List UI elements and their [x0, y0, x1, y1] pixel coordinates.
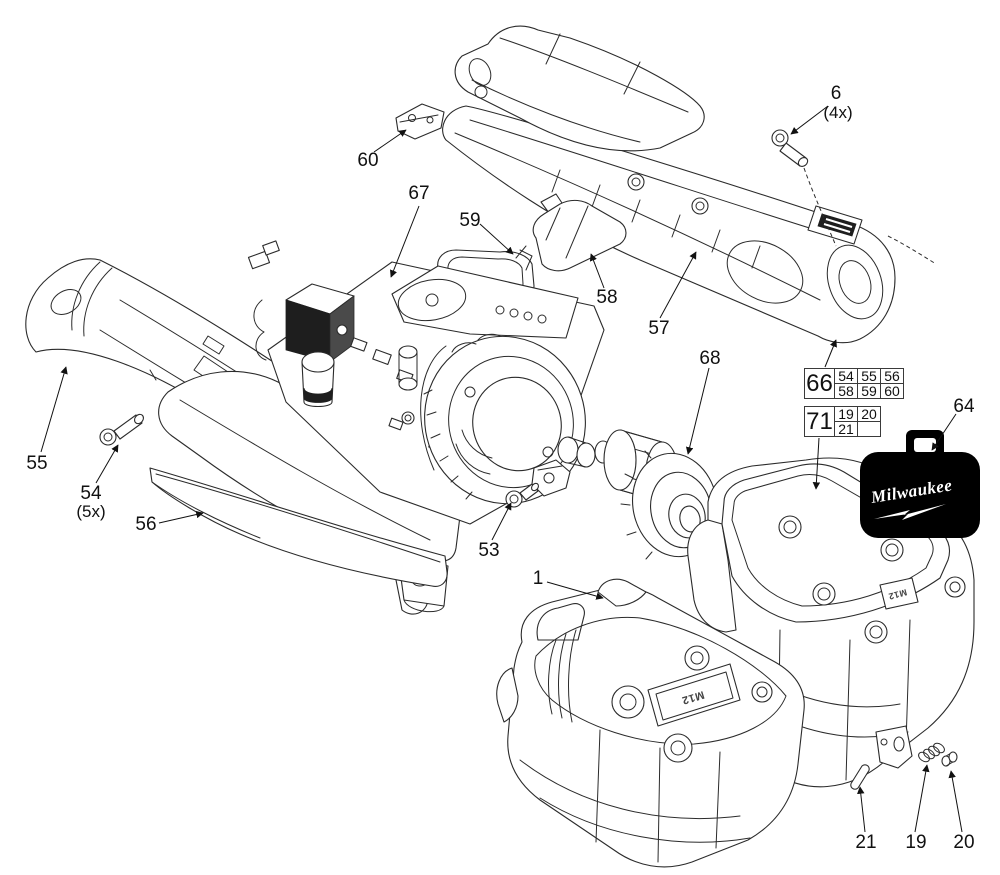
callout-1: 1: [532, 568, 544, 589]
kit-71-number: 71: [804, 406, 835, 437]
callout-56: 56: [135, 514, 157, 535]
callout-68: 68: [699, 348, 721, 369]
kit-66-cell: 56: [880, 368, 904, 384]
gearbox-m12-badge: M12: [887, 587, 908, 602]
callout-6: 6: [830, 83, 842, 104]
callout-6-qty: (4x): [823, 103, 853, 122]
leader-58: [589, 253, 605, 289]
part-21-pin-drawing: [850, 764, 870, 790]
part-6-screw-drawing: [771, 129, 937, 265]
leader-60: [373, 129, 407, 153]
part-19-spring-drawing: [918, 742, 945, 763]
callout-67: 67: [408, 183, 430, 204]
leader-67: [389, 205, 420, 278]
leader-kit-to-housing: [824, 339, 837, 368]
kit-66-cell: 54: [834, 368, 858, 384]
callout-21: 21: [855, 832, 877, 853]
kit-66-number: 66: [804, 368, 835, 399]
part-54-screw-drawing: [99, 413, 144, 446]
kit-table-71: 71 19 20 21: [804, 406, 881, 437]
leader-53: [491, 502, 512, 541]
kit-66-cell: 60: [880, 383, 904, 399]
leader-64: [931, 413, 957, 451]
callout-58: 58: [596, 287, 618, 308]
callout-64: 64: [953, 396, 975, 417]
kit-71-cell: [857, 421, 881, 437]
callout-19: 19: [905, 832, 927, 853]
leader-68: [685, 367, 710, 455]
callout-57: 57: [648, 318, 670, 339]
kit-66-cell: 59: [857, 383, 881, 399]
part-20-button-drawing: [941, 751, 958, 767]
leader-57: [659, 251, 697, 319]
kit-66-cell: 58: [834, 383, 858, 399]
leader-lines: [40, 105, 963, 833]
callout-53: 53: [478, 540, 500, 561]
part-64-carry-case-drawing: Milwaukee: [860, 430, 980, 538]
kit-66-cell: 55: [857, 368, 881, 384]
leader-6: [790, 105, 829, 135]
kit-71-cell: 20: [857, 406, 881, 422]
kit-table-66: 66 54 55 56 58 59 60: [804, 368, 904, 399]
motor-field-coil-drawing: [420, 333, 586, 505]
callout-54-qty: (5x): [76, 502, 106, 521]
kit-71-cell: 21: [834, 421, 858, 437]
callout-54: 54: [80, 483, 102, 504]
case-lightning-bolt: [874, 504, 946, 520]
callout-20: 20: [953, 832, 975, 853]
leader-59: [479, 223, 514, 255]
part-58-switch-drawing: [532, 193, 627, 272]
part-57-housing-half-drawing: [442, 77, 896, 344]
leader-1: [546, 581, 604, 600]
leader-kit-to-gearbox: [812, 437, 821, 490]
callout-59: 59: [459, 210, 481, 231]
callout-60: 60: [357, 150, 379, 171]
part-56-cover-drawing: [149, 467, 448, 587]
part-1-battery-pack-drawing: M12: [496, 578, 805, 868]
leader-54: [95, 444, 119, 484]
housing-top-cover-drawing: [454, 25, 705, 152]
leader-19: [914, 764, 930, 833]
callout-55: 55: [26, 453, 48, 474]
leader-55: [40, 366, 68, 453]
kit-71-cell: 19: [834, 406, 858, 422]
leader-21: [857, 786, 866, 833]
leader-20: [948, 770, 963, 833]
leader-56: [158, 510, 204, 524]
part-60-bracket-drawing: [395, 103, 445, 140]
part-53-screw-and-bracket-drawing: [505, 459, 571, 508]
